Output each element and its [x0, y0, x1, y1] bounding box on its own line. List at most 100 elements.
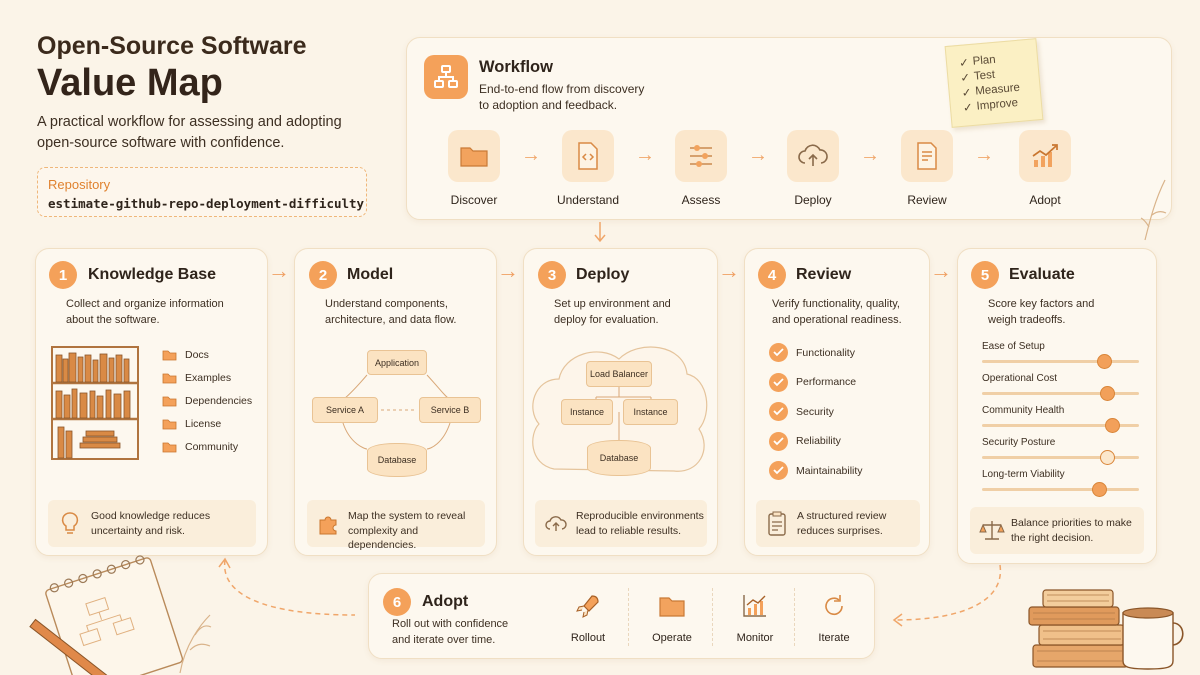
list-item[interactable]: Docs [162, 343, 252, 366]
diagram-node-database: Database [367, 443, 427, 477]
checklist-item[interactable]: Security [769, 397, 863, 427]
checklist-item[interactable]: Maintainability [769, 456, 863, 486]
folder-icon [162, 373, 177, 383]
checklist-item[interactable]: Functionality [769, 338, 863, 368]
sticky-note: ✓Plan ✓Test ✓Measure ✓Improve [944, 38, 1044, 128]
subtitle-line2: open-source software with confidence. [37, 135, 285, 151]
factor-label: Security Posture [982, 437, 1056, 448]
factor-slider[interactable]: Long-term Viability [982, 469, 1142, 499]
workflow-desc-line2: to adoption and feedback. [479, 98, 618, 112]
slider-track [982, 360, 1139, 363]
cloud-outline-icon [532, 346, 708, 472]
panel-title: Review [796, 266, 852, 283]
workflow-step-adopt[interactable]: Adopt [1000, 130, 1090, 207]
note-text: A structured review reduces surprises. [797, 510, 887, 537]
adopt-desc: Roll out with confidence and iterate ove… [392, 618, 509, 646]
check-icon: ✓ [959, 71, 971, 85]
note-text: Balance priorities to make the right dec… [1011, 517, 1132, 544]
repository-value[interactable]: estimate-github-repo-deployment-difficul… [48, 196, 365, 211]
page-subtitle: A practical workflow for assessing and a… [37, 112, 342, 154]
panel-note: A structured review reduces surprises. [756, 500, 920, 547]
slider-knob[interactable] [1105, 418, 1120, 433]
clipboard-icon [768, 511, 786, 536]
connector-arrow-down [594, 222, 606, 243]
factor-label: Long-term Viability [982, 469, 1065, 480]
step-number: 3 [538, 261, 566, 289]
check-icon [769, 461, 788, 481]
balance-scale-icon [979, 521, 1005, 540]
folder-icon [162, 419, 177, 429]
factor-label: Operational Cost [982, 373, 1058, 384]
workflow-step-label: Deploy [794, 193, 832, 207]
list-item[interactable]: Dependencies [162, 389, 252, 412]
step-number: 1 [49, 261, 77, 289]
list-item[interactable]: Examples [162, 366, 252, 389]
cloud-upload-icon [545, 516, 567, 531]
list-item[interactable]: Community [162, 435, 252, 458]
cloud-upload-icon [787, 130, 839, 182]
adopt-step-operate[interactable]: Operate [632, 592, 712, 644]
checklist-item[interactable]: Reliability [769, 427, 863, 457]
adopt-step-label: Monitor [736, 632, 774, 644]
adopt-step-label: Operate [652, 632, 692, 644]
subtitle-line1: A practical workflow for assessing and a… [37, 114, 342, 130]
slider-knob[interactable] [1097, 354, 1112, 369]
checklist-icon [901, 130, 953, 182]
panel-desc: Set up environment and deploy for evalua… [554, 298, 671, 326]
workflow-step-discover[interactable]: Discover [429, 130, 519, 207]
list-item[interactable]: License [162, 412, 252, 435]
adopt-title: Adopt [422, 593, 469, 610]
workflow-icon [424, 55, 468, 99]
panel-note: Balance priorities to make the right dec… [970, 507, 1144, 554]
folder-icon [162, 396, 177, 406]
factor-slider[interactable]: Security Posture [982, 437, 1142, 467]
adopt-step-monitor[interactable]: Monitor [715, 592, 795, 644]
slider-knob[interactable] [1092, 482, 1107, 497]
folder-icon [448, 130, 500, 182]
checklist-item[interactable]: Performance [769, 368, 863, 398]
workflow-step-assess[interactable]: Assess [656, 130, 746, 207]
check-icon: ✓ [962, 101, 974, 115]
page-title-line2: Value Map [37, 62, 223, 104]
notebook-illustration [29, 555, 212, 675]
puzzle-icon [319, 516, 337, 535]
adopt-step-label: Rollout [570, 632, 606, 644]
panel-title: Knowledge Base [88, 266, 217, 283]
arrow-right-icon: → [268, 258, 290, 283]
divider [794, 588, 795, 646]
workflow-step-deploy[interactable]: Deploy [768, 130, 858, 207]
twig-decoration [1140, 179, 1167, 241]
sliders-icon [675, 130, 727, 182]
panel-title: Evaluate [1009, 266, 1075, 283]
adopt-step-iterate[interactable]: Iterate [794, 592, 874, 644]
factor-slider[interactable]: Community Health [982, 405, 1142, 435]
panel-review: 4 Review Verify functionality, quality, … [744, 248, 930, 556]
folder-icon [162, 350, 177, 360]
factor-slider[interactable]: Ease of Setup [982, 341, 1142, 371]
workflow-step-review[interactable]: Review [882, 130, 972, 207]
workflow-step-understand[interactable]: Understand [543, 130, 633, 207]
arrow-right-icon: → [521, 144, 541, 166]
adopt-step-rollout[interactable]: Rollout [548, 592, 628, 644]
workflow-title: Workflow [479, 58, 553, 76]
step-number: 5 [971, 261, 999, 289]
panel-deploy: 3 Deploy Set up environment and deploy f… [523, 248, 718, 556]
factor-slider[interactable]: Operational Cost [982, 373, 1142, 403]
page-title-line1: Open-Source Software [37, 32, 307, 60]
slider-knob[interactable] [1100, 450, 1115, 465]
check-icon [769, 431, 788, 451]
code-file-icon [562, 130, 614, 182]
check-icon [769, 402, 788, 422]
arrow-right-icon: → [718, 258, 740, 283]
panel-note: Good knowledge reduces uncertainty and r… [48, 500, 256, 547]
arrow-right-icon: → [930, 258, 952, 283]
panel-note: Reproducible environments lead to reliab… [535, 500, 707, 547]
divider [628, 588, 629, 646]
step-number: 2 [309, 261, 337, 289]
workflow-step-label: Discover [450, 193, 498, 207]
diagram-node-application: Application [367, 350, 427, 375]
slider-knob[interactable] [1100, 386, 1115, 401]
panel-evaluate: 5 Evaluate Score key factors and weigh t… [957, 248, 1157, 564]
slider-track [982, 456, 1139, 459]
slider-track [982, 392, 1139, 395]
